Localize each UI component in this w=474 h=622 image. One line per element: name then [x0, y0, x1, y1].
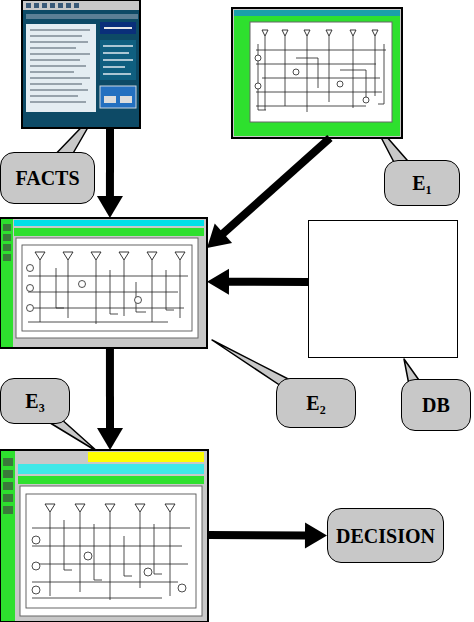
- callout-bubble: FACTS: [0, 152, 95, 204]
- callout-label: E₂: [306, 392, 325, 414]
- facts-screenshot-part: [120, 96, 132, 103]
- facts-screenshot-part: [100, 40, 136, 80]
- e3-screenshot-part: [32, 512, 190, 600]
- e3-screenshot-part: [45, 504, 175, 512]
- facts-screenshot-part: [100, 86, 136, 108]
- e2-screenshot: [0, 218, 207, 348]
- e3-screenshot-part: [3, 458, 13, 514]
- arrow-head: [207, 224, 232, 248]
- e1-screenshot-part: [293, 69, 299, 75]
- facts-screenshot-part: [26, 14, 138, 19]
- arrow-shaft: [208, 531, 307, 539]
- callout-bubble: E₁: [384, 160, 460, 206]
- e2-screenshot-part: [27, 265, 34, 272]
- e1-screenshot-part: [363, 97, 369, 103]
- e1-screenshot-part: [255, 83, 261, 89]
- callout-bubble: DB: [401, 379, 471, 431]
- flow-arrow: [97, 348, 123, 450]
- facts-screenshot-part: [104, 96, 116, 103]
- e3-screenshot-part: [1, 451, 15, 621]
- arrow-head: [97, 428, 123, 450]
- e2-screenshot-part: [28, 260, 188, 324]
- e3-screenshot-part: [32, 586, 40, 594]
- facts-screenshot-part: [100, 22, 136, 34]
- e1-screenshot: [232, 8, 402, 138]
- e3-screenshot-part: [18, 476, 204, 484]
- e2-screenshot-part: [0, 218, 207, 348]
- screenshot-panel: E₃: [0, 450, 208, 622]
- e3-screenshot-part: [20, 486, 202, 616]
- e2-screenshot-part: [3, 224, 11, 261]
- e3-screenshot-part: [26, 494, 196, 608]
- facts-screenshot-part: [26, 24, 96, 112]
- arrow-head: [305, 522, 327, 548]
- e3-screenshot-part: [84, 552, 92, 560]
- e1-screenshot-part: [255, 55, 261, 61]
- flow-arrow: [97, 128, 123, 218]
- flow-arrow: [208, 522, 327, 548]
- e2-screenshot-part: [135, 297, 142, 304]
- facts-screenshot-part: [103, 46, 133, 74]
- callout-label: E₃: [25, 390, 44, 412]
- arrow-shaft: [106, 348, 114, 430]
- database-box: DB: [308, 220, 458, 358]
- callout-label: E₁: [412, 172, 431, 194]
- e3-screenshot-part: [32, 536, 40, 544]
- facts-screenshot-part: [26, 3, 79, 8]
- e3-screenshot-part: [178, 584, 186, 592]
- e2-screenshot-part: [35, 252, 185, 260]
- e3-screenshot-part: [18, 464, 204, 474]
- e3-screenshot-part: [32, 562, 40, 570]
- facts-screenshot-part: [30, 30, 90, 102]
- e2-screenshot-part: [1, 219, 13, 347]
- e2-screenshot-part: [14, 220, 204, 226]
- e2-screenshot-part: [79, 281, 86, 288]
- e3-screenshot-part: [88, 452, 204, 462]
- e2-screenshot-part: [27, 305, 34, 312]
- decision-box: DECISION: [327, 508, 444, 563]
- e1-screenshot-part: [232, 8, 402, 138]
- e3-screenshot-part: [0, 450, 208, 622]
- e1-screenshot-part: [337, 81, 343, 87]
- e1-screenshot-part: [250, 22, 392, 122]
- facts-screenshot: [22, 0, 140, 128]
- decision-label: DECISION: [336, 525, 435, 547]
- e3-screenshot-part: [144, 568, 152, 576]
- callout-label: DB: [422, 394, 450, 416]
- e3-screenshot: [0, 450, 208, 622]
- arrow-head: [97, 196, 123, 218]
- e2-screenshot-part: [16, 238, 198, 338]
- facts-screenshot-part: [22, 0, 140, 128]
- e1-screenshot-part: [256, 36, 386, 112]
- arrow-head: [207, 269, 229, 295]
- callout-label: FACTS: [15, 167, 79, 189]
- flow-arrow: [207, 269, 308, 295]
- e2-screenshot-part: [14, 228, 204, 236]
- arrow-shaft: [106, 128, 114, 198]
- e1-screenshot-part: [234, 10, 400, 16]
- callout-bubble: E₂: [276, 378, 356, 428]
- e1-screenshot-part: [234, 16, 400, 136]
- e2-screenshot-part: [22, 245, 192, 331]
- callout-bubble: E₃: [0, 378, 70, 424]
- e2-screenshot-part: [27, 285, 34, 292]
- e1-screenshot-part: [262, 30, 378, 36]
- facts-screenshot-part: [23, 1, 139, 10]
- arrow-shaft: [227, 278, 308, 286]
- facts-screenshot-part: [104, 27, 132, 29]
- screenshot-panel: E₁: [232, 8, 402, 138]
- screenshot-panel: FACTS: [22, 0, 140, 128]
- screenshot-panel: E₂: [0, 218, 207, 348]
